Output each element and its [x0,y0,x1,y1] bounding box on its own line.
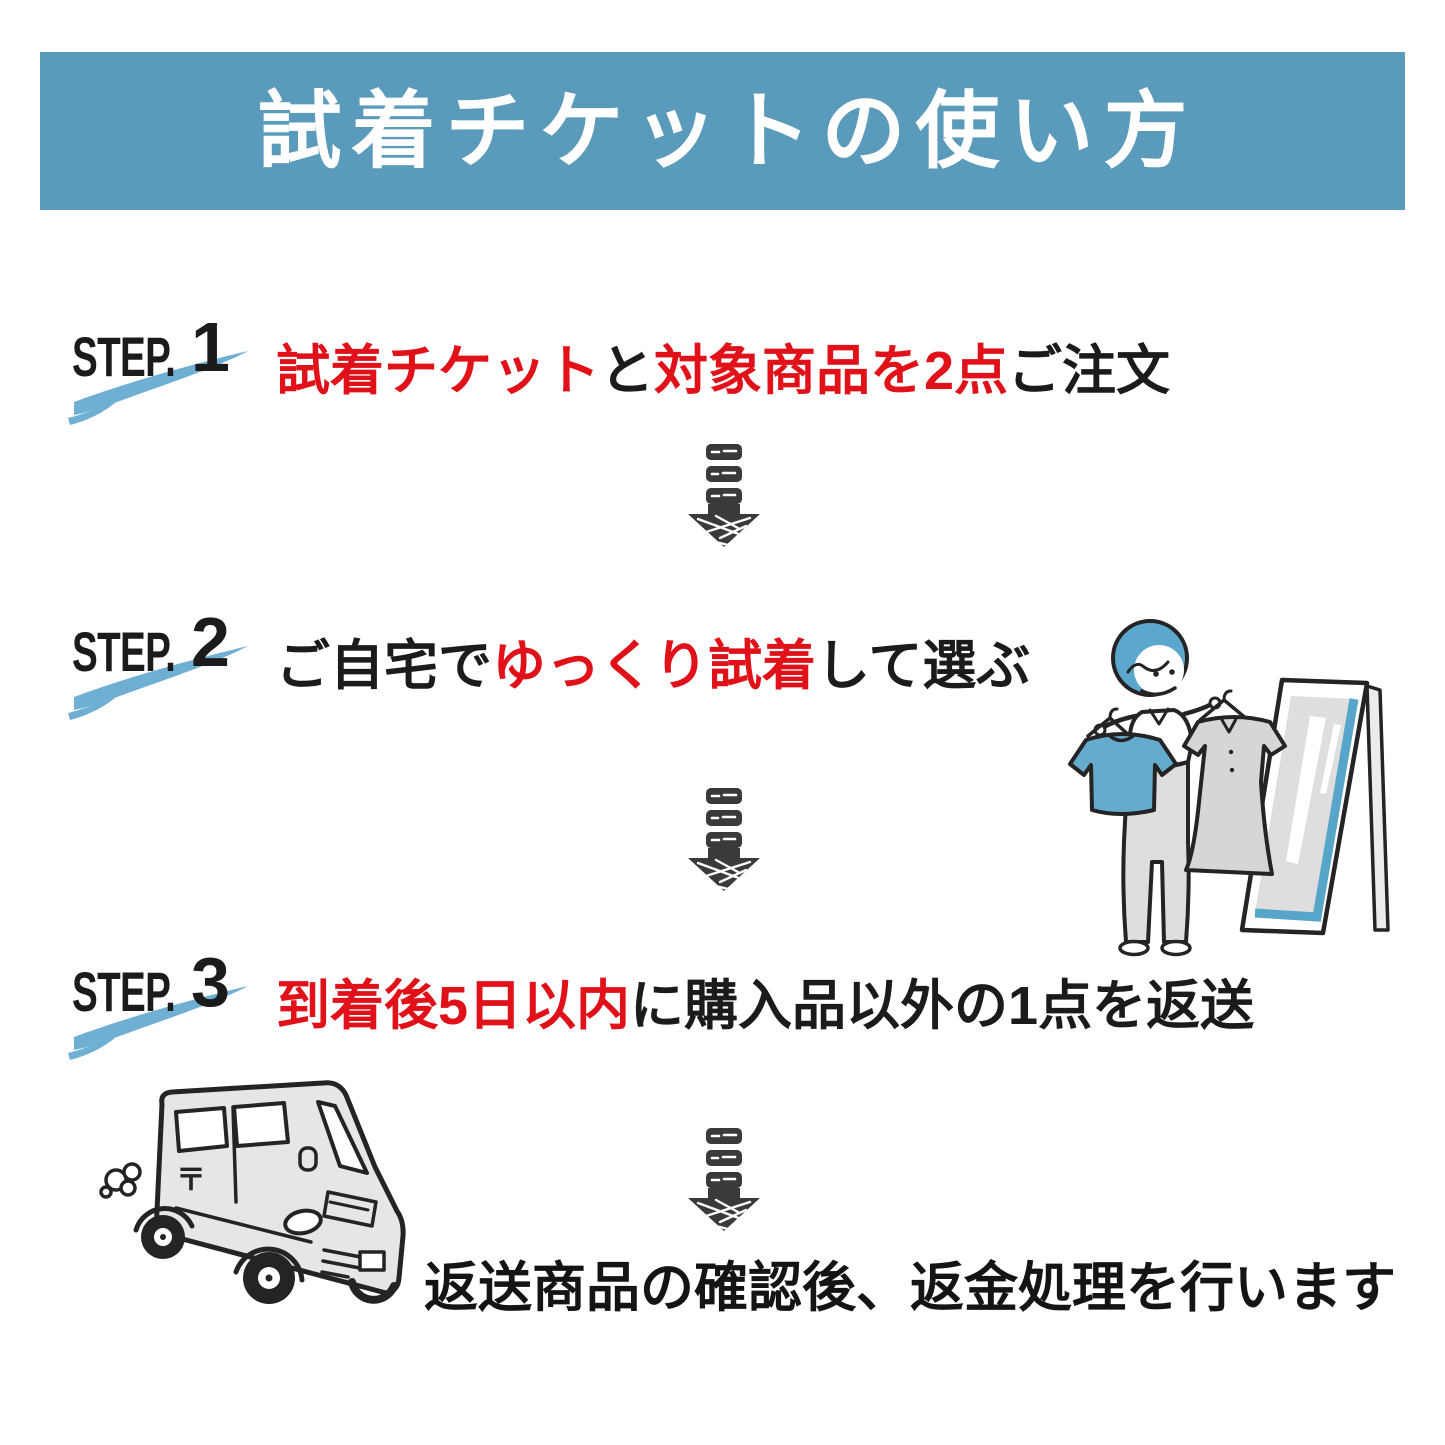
step-badge-2: STEP. 2 [64,607,304,728]
fitting-room-illustration [1068,619,1390,957]
step-label: STEP. [72,325,176,388]
down-arrow-icon [686,788,762,892]
step-text-segment: ご自宅で [276,636,492,696]
down-arrow-icon [686,444,762,548]
step-text-segment: 対象商品を2点 [654,341,1009,401]
step-badge-1: STEP. 1 [64,312,304,433]
wheel-icon [243,1252,295,1304]
step-number: 1 [191,308,230,386]
step-text-segment: ご注文 [1008,341,1171,401]
step-row-3: STEP. 3 到着後5日以内に購入品以外の1点を返送 [0,947,1445,1078]
step-text-segment: 到着後5日以内 [276,976,631,1036]
dress-icon [1182,689,1287,876]
step-text-1: 試着チケットと対象商品を2点ご注文 [276,340,1170,402]
step-badge-3: STEP. 3 [64,947,304,1068]
down-arrow-icon [686,1128,762,1232]
step-text-segment: ゆっくり試着 [492,636,816,696]
delivery-van-illustration: 〒 [99,1080,406,1304]
step-text-3: 到着後5日以内に購入品以外の1点を返送 [276,975,1254,1037]
step-text-segment: 試着チケット [276,341,600,401]
step-number: 3 [191,943,230,1021]
exhaust-puff-icon [99,1162,142,1199]
step-label: STEP. [72,620,176,683]
postal-mark: 〒 [176,1164,206,1197]
wheel-icon [141,1215,185,1259]
header-banner: 試着チケットの使い方 [40,52,1405,210]
page-title: 試着チケットの使い方 [257,84,1198,178]
footer-note: 返送商品の確認後、返金処理を行います [424,1258,1396,1318]
tshirt-icon [1068,707,1178,816]
step-number: 2 [191,603,230,681]
step-row-2: STEP. 2 ご自宅でゆっくり試着して選ぶ [0,607,1445,738]
step-row-1: STEP. 1 試着チケットと対象商品を2点ご注文 [0,312,1445,443]
step-text-2: ご自宅でゆっくり試着して選ぶ [276,635,1030,697]
step-text-segment: に購入品以外の1点を返送 [630,976,1255,1036]
step-text-segment: して選ぶ [816,636,1031,696]
step-label: STEP. [72,960,176,1023]
step-text-segment: と [600,341,654,401]
